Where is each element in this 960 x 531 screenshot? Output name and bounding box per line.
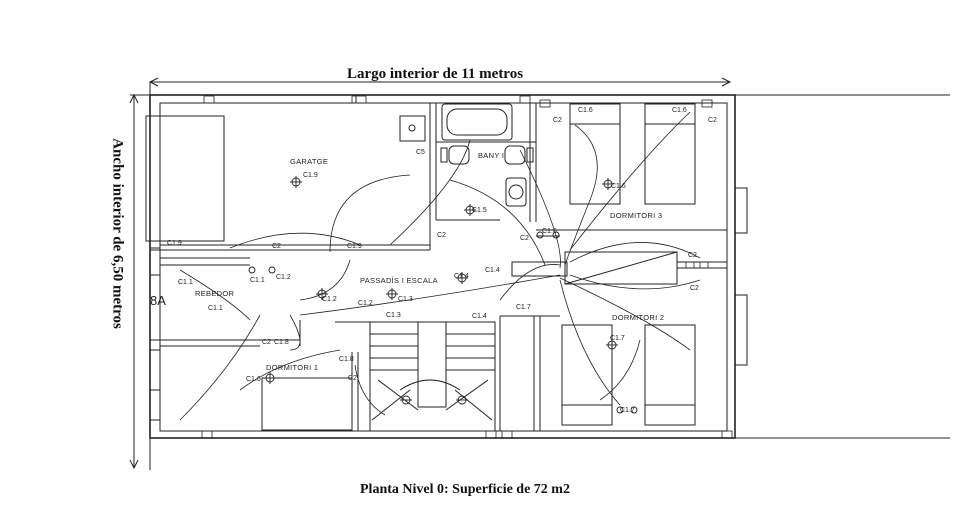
outer-wall (149, 94, 736, 439)
circuit-label: C1.5 (472, 207, 487, 214)
circuit-label: C2 (272, 243, 281, 250)
circuit-label: C5 (416, 149, 425, 156)
circuit-label: C1.9 (347, 243, 362, 250)
room-label-bedroom2: DORMITORI 2 (612, 313, 664, 322)
room-label-garage: GARATGE (290, 157, 328, 166)
circuit-label: C2 (690, 285, 699, 292)
circuit-label: C1.2 (358, 300, 373, 307)
room-label-bath: BANY I (478, 151, 504, 160)
circuit-label: C2 (708, 117, 717, 124)
room-label-hall: PASSADÍS I ESCALA (360, 276, 438, 285)
circuit-label: C2 (348, 375, 357, 382)
room-label-bedroom1: DORMITORI 1 (266, 363, 318, 372)
circuit-label: C1.8 (274, 339, 289, 346)
circuit-label: C1.3 (386, 312, 401, 319)
circuit-label: C2 (688, 252, 697, 259)
circuit-label: C1.4 (454, 273, 469, 280)
circuit-label: C1.4 (485, 267, 500, 274)
circuit-label: C1.6 (246, 376, 261, 383)
circuit-label: C1.9 (167, 240, 182, 247)
garage-car-outline (145, 115, 225, 242)
circuit-label: C1.2 (322, 296, 337, 303)
bed-left-bedroom2 (561, 324, 613, 426)
circuit-label: C2 (520, 235, 529, 242)
circuit-label: C1.7 (516, 304, 531, 311)
circuit-label: C1.6 (611, 183, 626, 190)
unit-number: 8A (150, 293, 166, 308)
circuit-label: C1.1 (178, 279, 193, 286)
circuit-label: C2 (262, 339, 271, 346)
circuit-label: C1.8 (339, 356, 354, 363)
staircase (369, 321, 496, 432)
circuit-label: C1.7 (620, 407, 635, 414)
circuit-label: C1.1 (208, 305, 223, 312)
room-label-dining: REBEDOR (195, 289, 234, 298)
bed-right-bedroom3 (644, 103, 696, 205)
circuit-label: C2 (437, 232, 446, 239)
circuit-label: C1.4 (472, 313, 487, 320)
circuit-label: C1.7 (610, 335, 625, 342)
circuit-label: C1.6 (672, 107, 687, 114)
bathtub (441, 103, 513, 141)
circuit-label: C1.3 (398, 296, 413, 303)
room-label-bedroom3: DORMITORI 3 (610, 211, 662, 220)
bed-right-bedroom2 (644, 324, 696, 426)
plan-caption: Planta Nivel 0: Superficie de 72 m2 (360, 482, 570, 497)
circuit-label: C1.6 (542, 228, 557, 235)
width-dimension-label: Ancho interior de 6,50 metros (109, 138, 126, 329)
circuit-label: C2 (553, 117, 562, 124)
toilet (448, 145, 470, 165)
circuit-label: C1.6 (578, 107, 593, 114)
bidet (504, 145, 526, 165)
length-dimension-label: Largo interior de 11 metros (346, 66, 524, 82)
washbasin (505, 177, 527, 207)
circuit-label: C1.9 (303, 172, 318, 179)
circuit-label: C1.1 (250, 277, 265, 284)
circuit-label: C1.2 (276, 274, 291, 281)
bed-bedroom1 (261, 377, 353, 431)
